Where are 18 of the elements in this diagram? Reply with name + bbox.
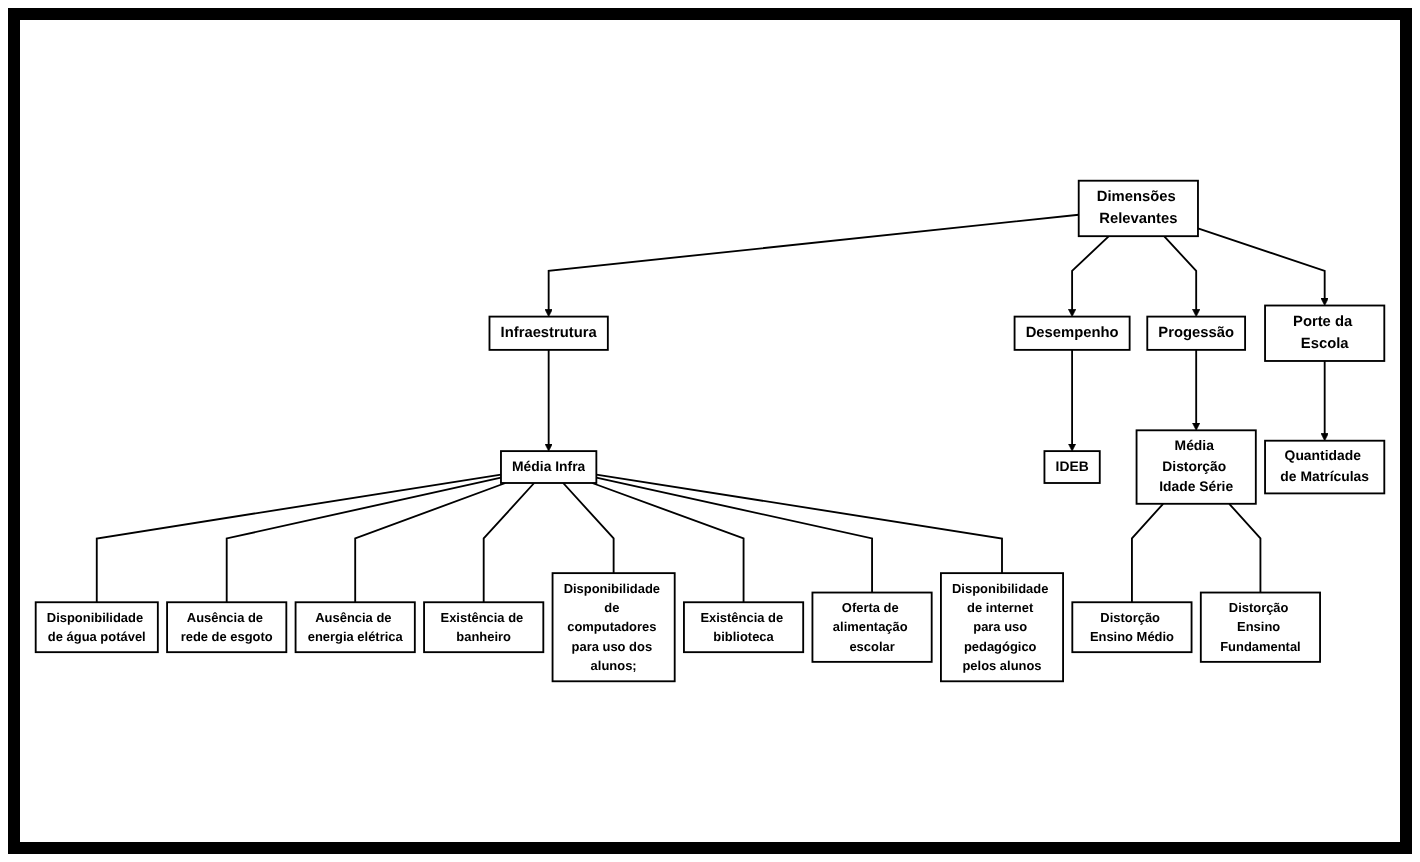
connector-line	[595, 473, 1003, 575]
connector-line	[354, 482, 507, 604]
arrow	[1068, 235, 1110, 317]
arrow	[1192, 348, 1201, 431]
arrow	[1163, 235, 1201, 317]
connector-line	[595, 476, 873, 594]
connector-line	[591, 482, 745, 604]
connector-line	[562, 482, 615, 575]
arrow	[1068, 348, 1077, 452]
connector-line	[95, 473, 502, 604]
connector-line	[225, 476, 502, 604]
arrow	[544, 213, 1080, 317]
connector-line	[1131, 502, 1165, 604]
connector-line	[482, 482, 536, 604]
arrow	[1320, 360, 1329, 442]
arrow	[544, 348, 553, 452]
arrow	[1197, 227, 1329, 306]
connector-line	[1228, 502, 1262, 594]
